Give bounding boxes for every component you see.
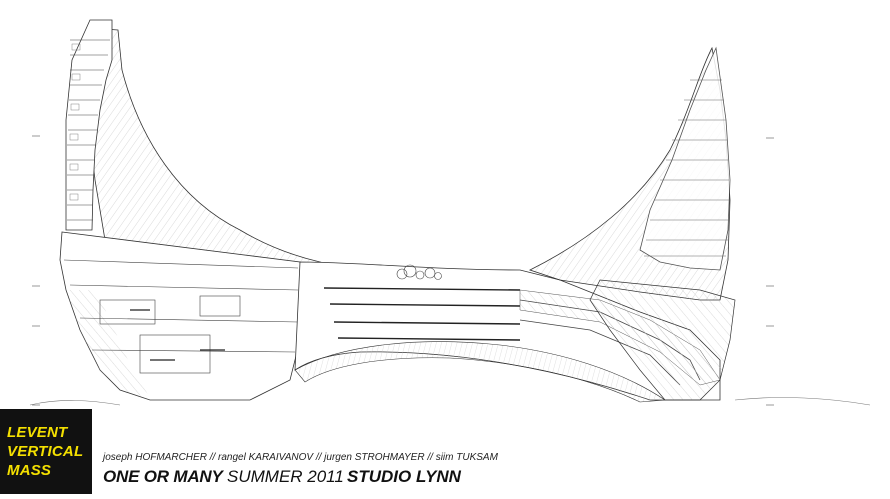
badge-line-1: LEVENT	[7, 424, 68, 441]
left-tower-floor-lines	[67, 39, 110, 221]
left-tower-shell	[85, 27, 322, 271]
project-badge: LEVENT VERTICAL MASS	[0, 409, 92, 494]
level-markers-right	[766, 137, 774, 406]
left-tower-core	[65, 19, 113, 231]
bridge-floor-slabs	[323, 287, 521, 341]
project-title: ONE OR MANY	[103, 467, 223, 486]
studio-label: STUDIO LYNN	[347, 467, 461, 486]
right-lower-body	[589, 279, 736, 401]
left-podium-hatch	[66, 290, 150, 398]
bridge-underside	[294, 341, 666, 403]
roof-trees	[396, 264, 442, 280]
right-tower-blade	[639, 46, 731, 271]
badge-line-3: MASS	[7, 462, 52, 479]
level-markers-left	[32, 135, 40, 406]
ground-arc	[734, 397, 871, 406]
ground-arc-left	[29, 400, 121, 406]
left-tower-windows	[69, 43, 81, 201]
right-tower-floor-lines	[644, 79, 729, 257]
author-credits: joseph HOFMARCHER // rangel KARAIVANOV /…	[103, 452, 498, 463]
badge-line-2: VERTICAL	[7, 443, 84, 460]
season-label: SUMMER 2011	[227, 467, 344, 486]
left-podium-floors	[63, 259, 299, 374]
section-cut-marks	[130, 309, 225, 361]
title-block	[0, 406, 890, 494]
